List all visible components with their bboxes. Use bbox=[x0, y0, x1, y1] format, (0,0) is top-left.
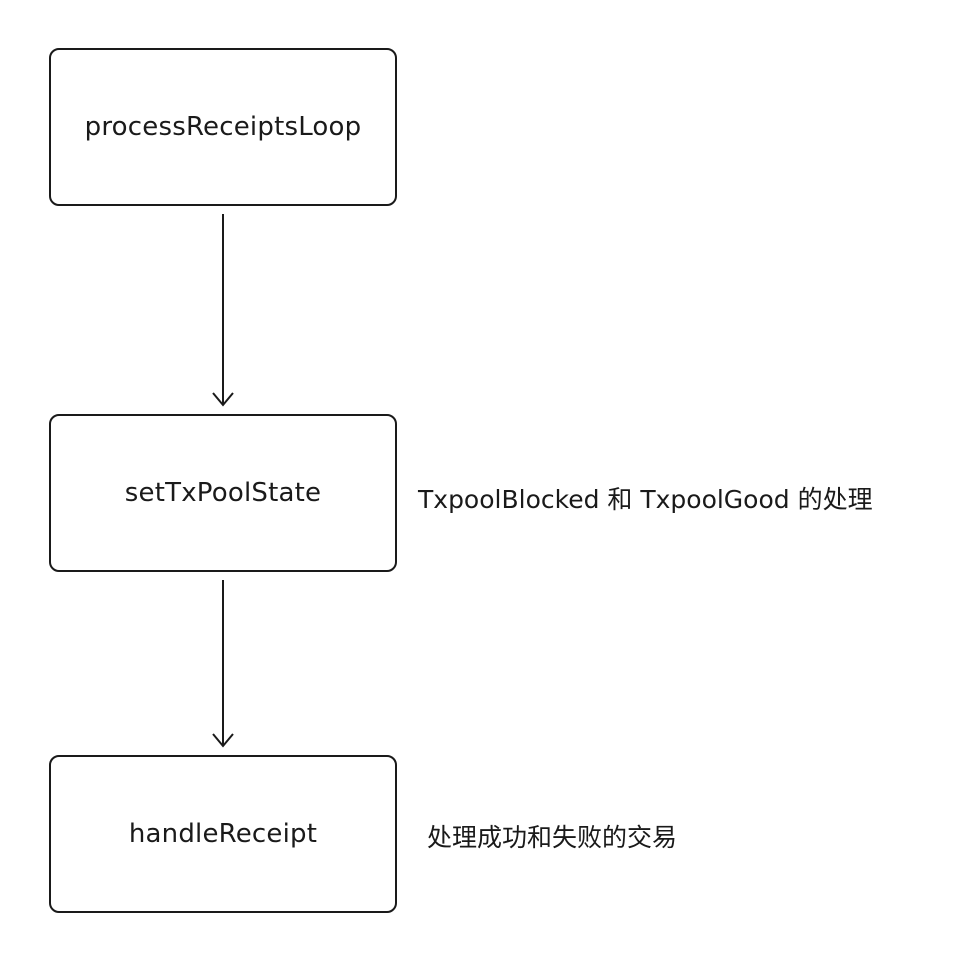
node-set-tx-pool-state[interactable]: setTxPoolState bbox=[49, 414, 397, 572]
arrow-1-to-2 bbox=[212, 214, 234, 407]
node-label: processReceiptsLoop bbox=[84, 112, 362, 142]
node-label: setTxPoolState bbox=[124, 478, 322, 508]
node-label: handleReceipt bbox=[128, 819, 318, 849]
arrow-1-head bbox=[212, 392, 234, 407]
node-process-receipts-loop[interactable]: processReceiptsLoop bbox=[49, 48, 397, 206]
arrow-2-to-3 bbox=[212, 580, 234, 748]
node-handle-receipt[interactable]: handleReceipt bbox=[49, 755, 397, 913]
note-set-tx-pool-state: TxpoolBlocked 和 TxpoolGood 的处理 bbox=[418, 485, 873, 514]
note-handle-receipt: 处理成功和失败的交易 bbox=[427, 823, 678, 852]
arrow-2-head bbox=[212, 733, 234, 748]
